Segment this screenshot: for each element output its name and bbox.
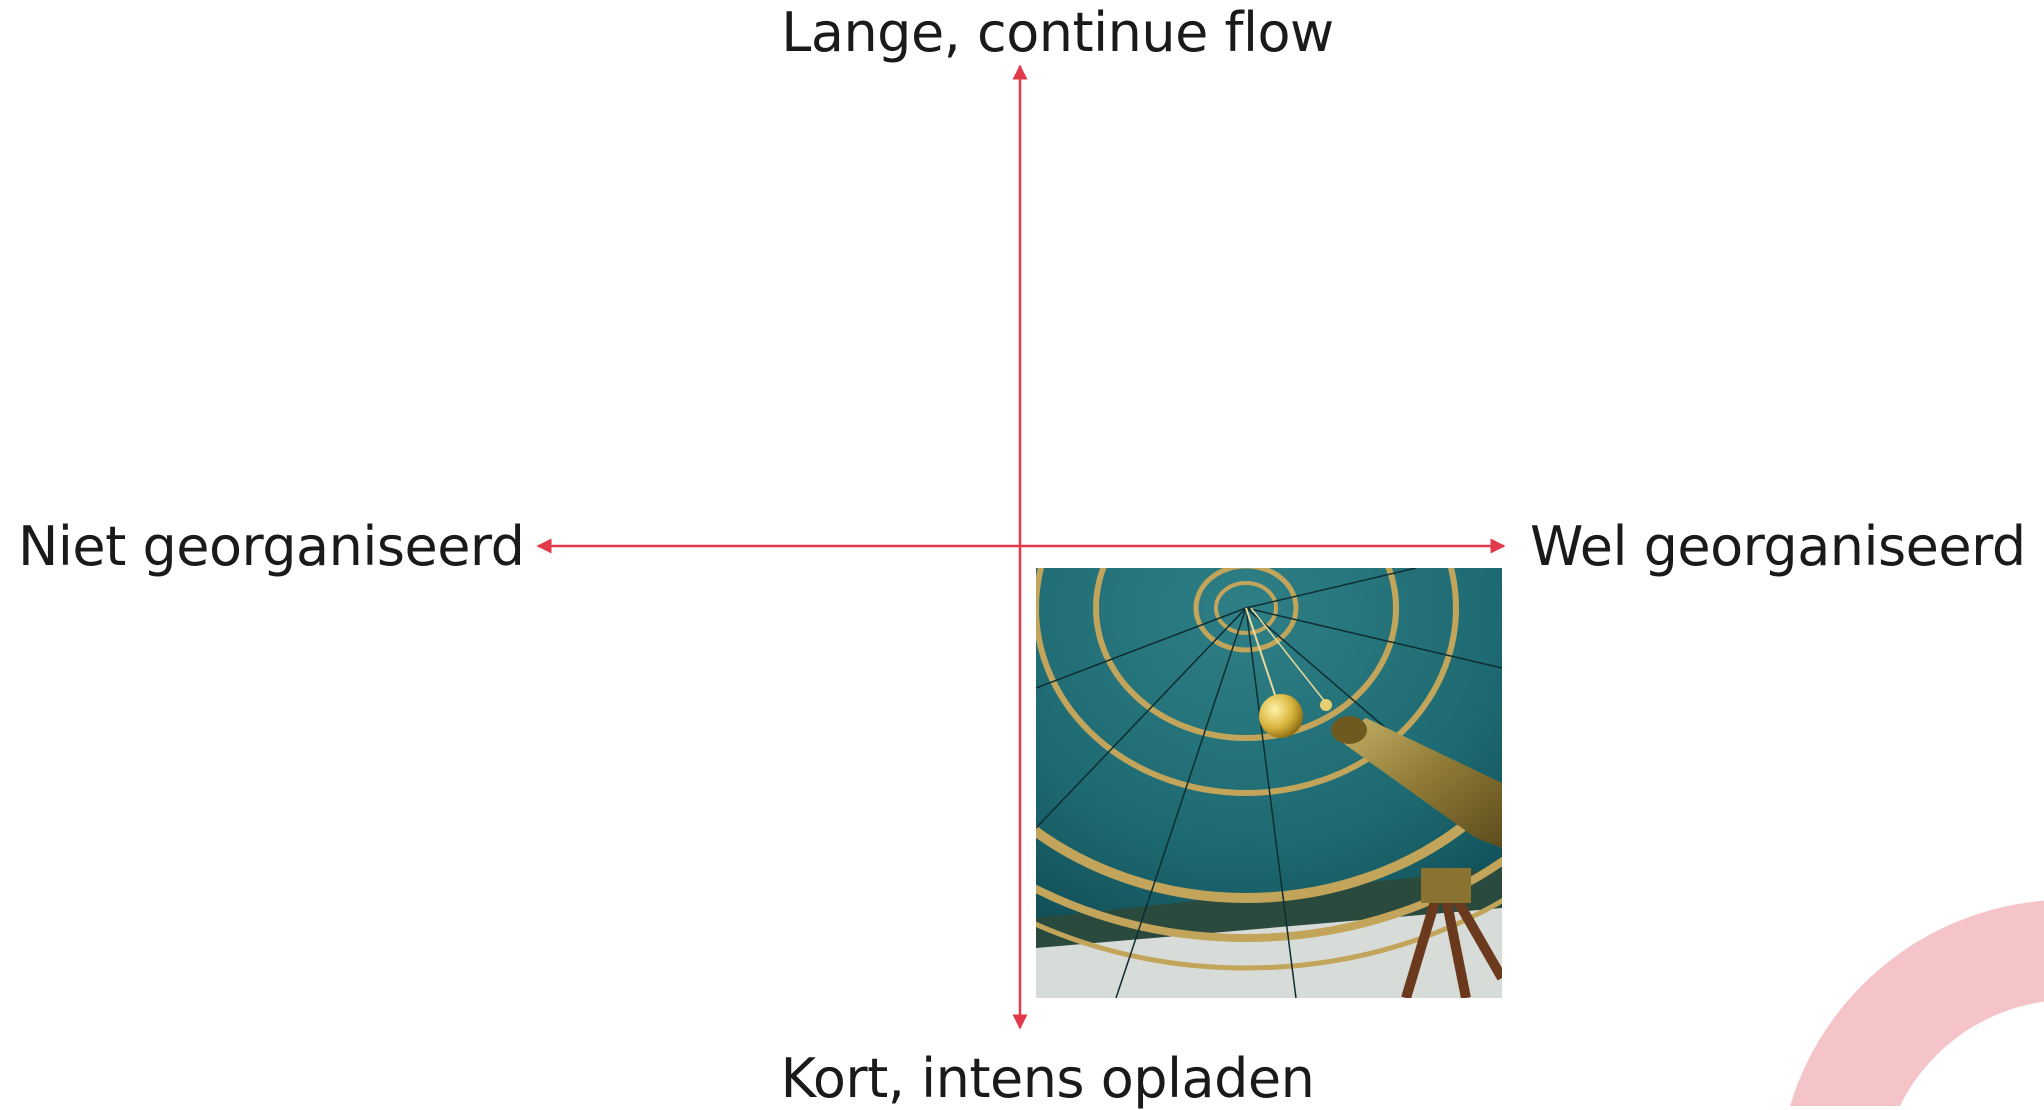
axis-label-bottom: Kort, intens opladen <box>780 1047 1315 1110</box>
planetarium-photo <box>1036 568 1502 998</box>
axis-label-left: Niet georganiseerd <box>18 515 525 578</box>
axis-label-top: Lange, continue flow <box>781 1 1334 64</box>
axis-label-right: Wel georganiseerd <box>1530 515 2026 578</box>
